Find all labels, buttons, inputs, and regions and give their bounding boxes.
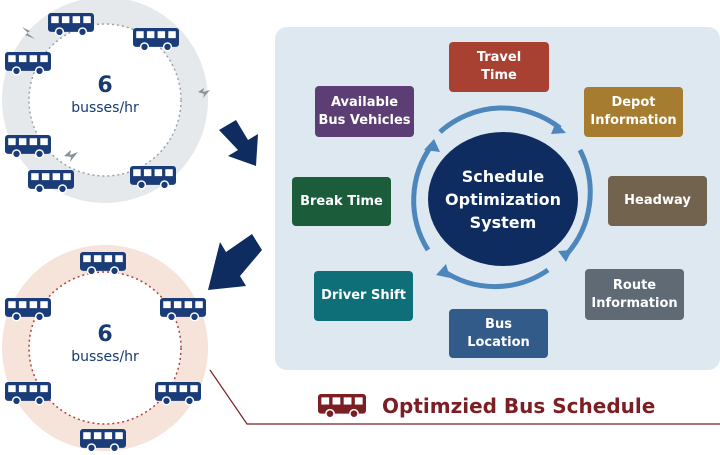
legend-bus-icon	[318, 394, 366, 419]
bus-icon	[5, 298, 51, 322]
schedule-optimization-system: Schedule Optimization System	[428, 132, 578, 266]
cycle-arrowhead	[424, 139, 440, 152]
bus-icon	[28, 170, 74, 194]
bus-icon	[130, 166, 176, 190]
factor-label: Headway	[624, 193, 691, 208]
before-rate-label: busses/hr	[71, 100, 139, 116]
factor-depot-information: Depot Information	[584, 87, 683, 137]
delay-lightning-icons	[22, 27, 210, 162]
factor-label: Break Time	[300, 193, 383, 209]
before-rate: 6 busses/hr	[55, 73, 155, 117]
factor-label: Driver Shift	[321, 288, 406, 303]
cycle-arrowhead	[551, 122, 566, 134]
before-rate-number: 6	[97, 73, 113, 98]
bus-icon	[80, 429, 126, 453]
cycle-arc-left	[411, 143, 435, 252]
factor-driver-shift: Driver Shift	[314, 271, 413, 321]
cycle-arc-right	[564, 148, 593, 257]
factor-travel-time: Travel Time	[449, 42, 549, 92]
bus-icon	[5, 135, 51, 159]
cycle-arc-bottom	[440, 267, 550, 290]
process-arrows	[208, 120, 262, 290]
factor-label: Route Information	[591, 277, 678, 311]
cycle-arrowhead	[436, 264, 450, 278]
lightning-icon	[22, 27, 35, 39]
factor-label: Depot Information	[590, 95, 677, 128]
after-rate-label: busses/hr	[71, 349, 139, 365]
after-rate-number: 6	[97, 322, 113, 347]
factor-available-bus-vehicles: Available Bus Vehicles	[315, 86, 414, 137]
cycle-arc-top	[438, 105, 562, 134]
bus-icon	[5, 52, 51, 76]
legend-connector-line	[209, 369, 720, 425]
bus-icon	[133, 28, 179, 52]
arrow-out-of-system	[208, 234, 262, 290]
arrow-into-system	[219, 120, 258, 166]
bus-icon	[48, 13, 94, 37]
before-route-ring	[28, 23, 182, 177]
factor-label: Bus Location	[467, 316, 530, 350]
lightning-icon	[198, 88, 210, 98]
factor-label: Available Bus Vehicles	[318, 94, 411, 128]
bus-icon	[160, 298, 206, 322]
bus-icon	[5, 382, 51, 406]
factor-label: Travel Time	[476, 50, 522, 83]
factor-headway: Headway	[608, 176, 707, 226]
factor-bus-location: Bus Location	[449, 309, 548, 358]
bus-icon	[80, 252, 126, 276]
factor-route-information: Route Information	[585, 269, 684, 320]
after-route-ring	[28, 271, 182, 425]
bus-icon	[155, 382, 201, 406]
factor-break-time: Break Time	[292, 177, 391, 226]
lightning-icon	[64, 150, 78, 162]
cycle-arrowhead	[558, 250, 572, 262]
after-rate: 6 busses/hr	[55, 322, 155, 366]
legend-label: Optimzied Bus Schedule	[382, 394, 656, 418]
